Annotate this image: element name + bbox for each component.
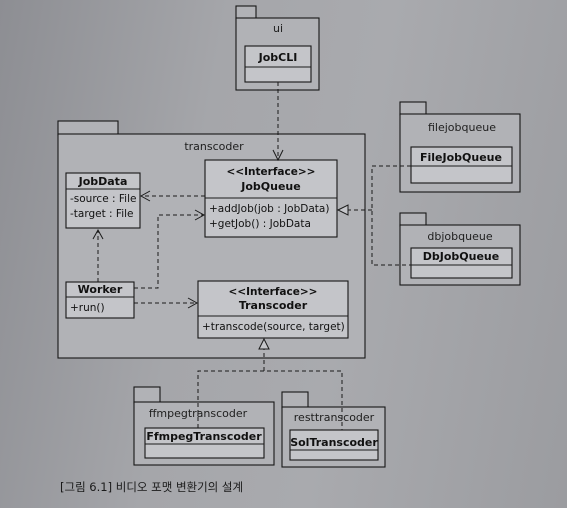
class-worker: Worker +run(): [65, 281, 135, 319]
package-ui-tab: [235, 5, 257, 20]
class-transcoder-op-transcode: +transcode(source, target): [202, 321, 345, 333]
class-filejobqueue-name: FileJobQueue: [420, 151, 502, 164]
realize-transcoder-triangle: [258, 337, 270, 350]
class-jobcli-name: JobCLI: [258, 51, 298, 64]
package-dbjobqueue: dbjobqueue DbJobQueue: [399, 212, 521, 286]
package-filejobqueue: filejobqueue FileJobQueue: [399, 101, 521, 193]
package-ffmpegtranscoder-tab: [133, 386, 161, 404]
figure-caption: [그림 6.1] 비디오 포맷 변환기의 설계: [60, 480, 243, 494]
class-soltranscoder: SolTranscoder: [289, 429, 379, 461]
class-jobqueue-name: JobQueue: [240, 180, 300, 193]
package-transcoder-label: transcoder: [184, 140, 244, 153]
package-resttranscoder-label: resttranscoder: [294, 411, 375, 424]
class-dbjobqueue-box: [410, 247, 513, 279]
dep-worker-jobqueue-arrowhead: [194, 209, 206, 221]
class-worker-op-run: +run(): [70, 302, 105, 314]
package-ffmpegtranscoder: ffmpegtranscoder FfmpegTranscoder: [133, 386, 275, 466]
dep-worker-jobdata-arrowhead: [92, 228, 104, 240]
realize-transcoder-bracket: [197, 370, 343, 430]
package-transcoder: transcoder JobData -source : File -targe…: [57, 120, 366, 359]
class-jobcli: JobCLI: [244, 45, 312, 83]
class-jobqueue-stereotype: <<Interface>>: [227, 166, 316, 178]
realize-jobqueue-triangle: [336, 204, 349, 216]
dep-jobqueue-jobdata-arrowhead: [139, 190, 151, 202]
class-filejobqueue-box: [410, 146, 513, 184]
class-transcoder-box: [197, 280, 349, 339]
class-worker-box: [65, 281, 135, 319]
class-jobdata-box: [65, 172, 141, 229]
dep-worker-transcoder: [134, 297, 199, 309]
dep-worker-jobqueue-line: [134, 214, 203, 289]
package-filejobqueue-label: filejobqueue: [428, 121, 496, 134]
class-transcoder: <<Interface>> Transcoder +transcode(sour…: [197, 280, 349, 339]
package-dbjobqueue-tab: [399, 212, 427, 227]
class-worker-name: Worker: [78, 283, 123, 296]
dep-jobqueue-jobdata: [139, 190, 205, 202]
realize-jobqueue-bracket: [371, 165, 411, 266]
class-ffmpegtranscoder-name: FfmpegTranscoder: [146, 430, 262, 443]
package-transcoder-tab: [57, 120, 119, 136]
dep-worker-jobdata: [92, 228, 104, 282]
class-ffmpegtranscoder: FfmpegTranscoder: [144, 427, 265, 459]
dep-worker-jobqueue: [134, 209, 206, 289]
package-ui: ui JobCLI: [235, 5, 320, 91]
class-transcoder-name: Transcoder: [239, 299, 308, 312]
realize-jobqueue: [336, 165, 411, 266]
class-soltranscoder-name: SolTranscoder: [290, 436, 378, 449]
dep-worker-transcoder-arrowhead: [187, 297, 199, 309]
class-soltranscoder-box: [289, 429, 379, 461]
package-resttranscoder: resttranscoder SolTranscoder: [281, 391, 386, 468]
dep-jobcli-jobqueue: [272, 82, 284, 162]
class-jobdata-attr-target: -target : File: [70, 208, 134, 220]
class-dbjobqueue-name: DbJobQueue: [423, 250, 499, 263]
dep-jobcli-jobqueue-arrowhead: [272, 149, 284, 162]
class-transcoder-stereotype: <<Interface>>: [229, 286, 318, 298]
class-jobqueue-op-getjob: +getJob() : JobData: [209, 218, 311, 230]
class-ffmpegtranscoder-box: [144, 427, 265, 459]
class-dbjobqueue: DbJobQueue: [410, 247, 513, 279]
package-filejobqueue-tab: [399, 101, 427, 116]
class-jobdata-name: JobData: [78, 175, 128, 188]
class-filejobqueue: FileJobQueue: [410, 146, 513, 184]
realize-transcoder: [197, 337, 343, 430]
class-jobqueue: <<Interface>> JobQueue +addJob(job : Job…: [204, 159, 338, 238]
package-dbjobqueue-label: dbjobqueue: [427, 230, 492, 243]
package-resttranscoder-tab: [281, 391, 309, 409]
package-ui-label: ui: [273, 22, 283, 35]
class-jobdata: JobData -source : File -target : File: [65, 172, 141, 229]
class-jobdata-attr-source: -source : File: [70, 193, 136, 205]
class-jobqueue-op-addjob: +addJob(job : JobData): [209, 203, 329, 215]
class-jobcli-box: [244, 45, 312, 83]
